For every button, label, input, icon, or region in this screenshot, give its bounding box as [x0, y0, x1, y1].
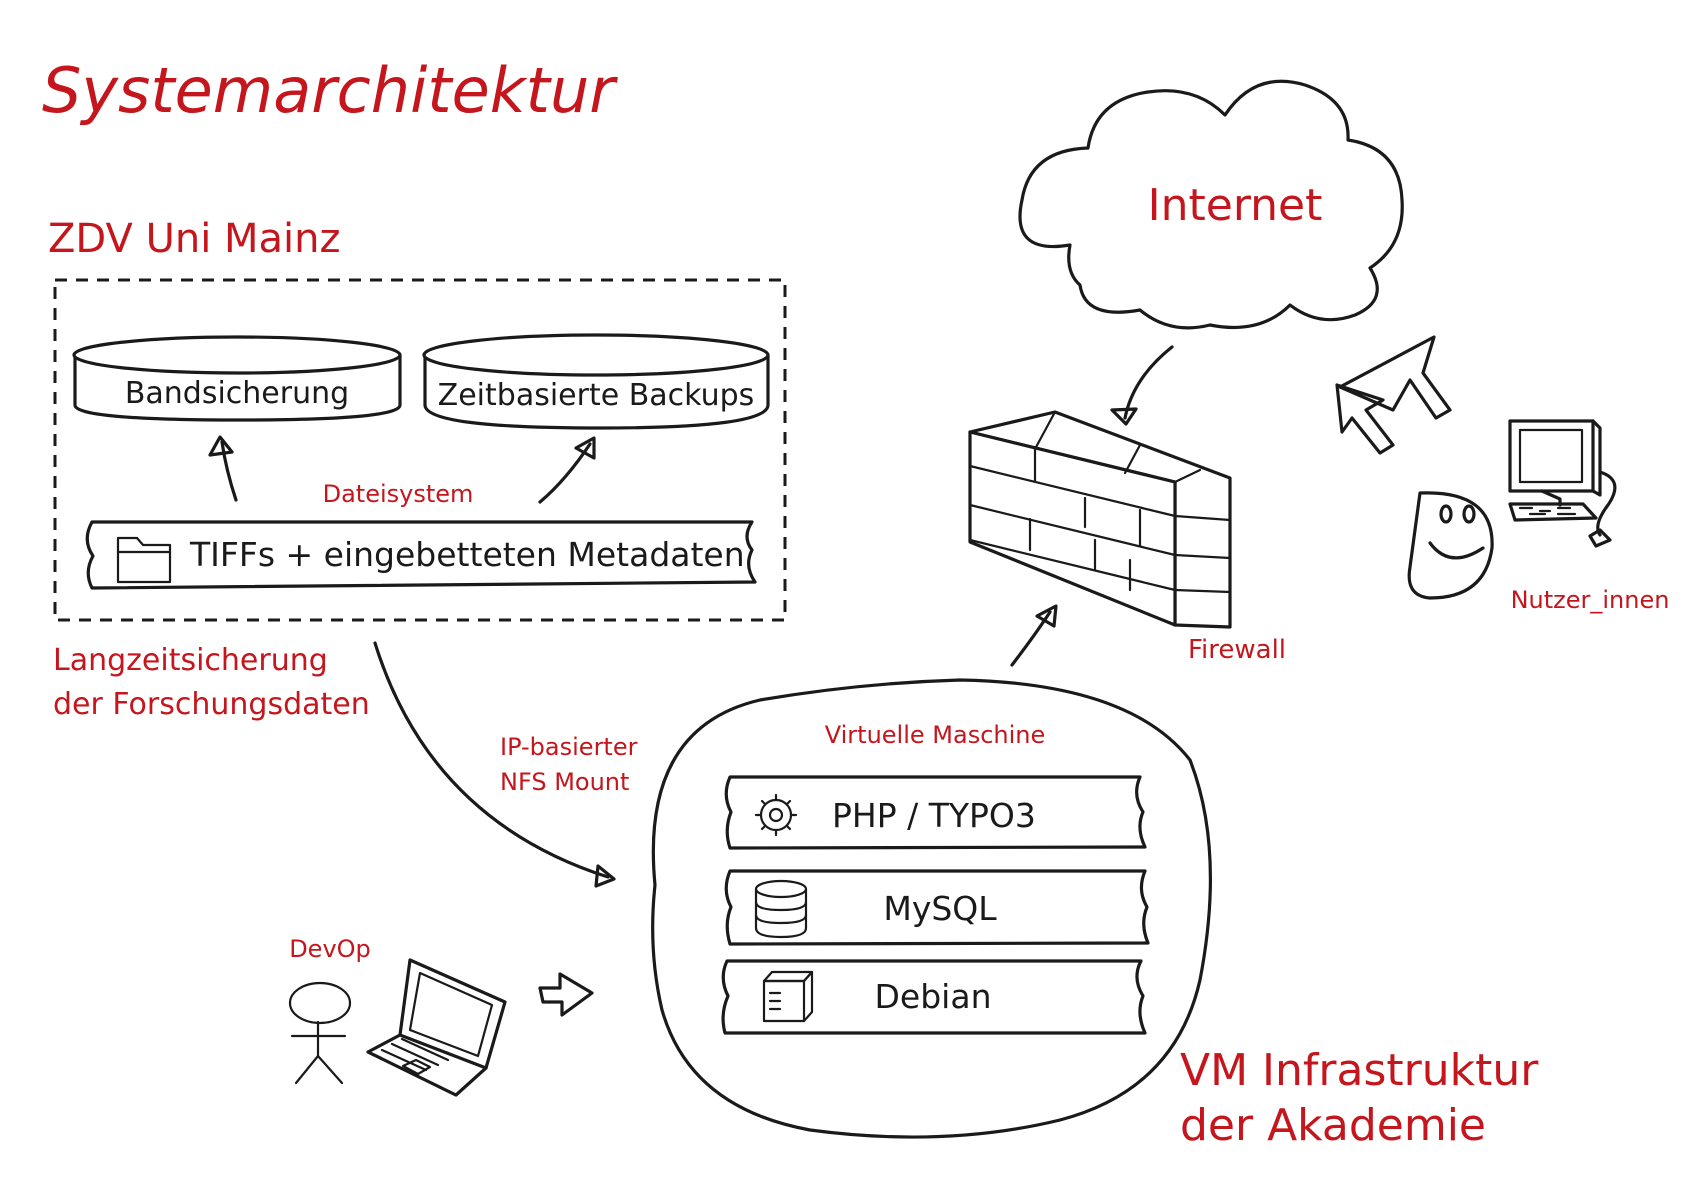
nfs-mount-arrow — [373, 641, 610, 879]
arrow-to-backups — [538, 442, 592, 504]
server-box-icon — [762, 970, 814, 1023]
cursor-arrow-icon — [1335, 383, 1395, 455]
vm-layer-debian-label: Debian — [875, 977, 992, 1016]
devop-arrow — [538, 972, 594, 1017]
cloud-icon — [1018, 79, 1404, 330]
vm-layer-php-label: PHP / TYPO3 — [832, 796, 1036, 835]
page-title: Systemarchitektur — [42, 54, 618, 127]
vm-layer-mysql-label: MySQL — [883, 889, 997, 928]
filesystem-banner: TIFFs + eingebetteten Metadaten — [85, 520, 757, 590]
arrowhead-bandsicherung — [208, 435, 234, 457]
database-icon — [754, 879, 808, 939]
internet-label: Internet — [1148, 180, 1323, 231]
laptop-icon — [366, 958, 507, 1097]
zdv-heading: ZDV Uni Mainz — [48, 216, 341, 262]
vm-caption-line1: VM Infrastruktur — [1180, 1045, 1539, 1096]
vm-label: Virtuelle Maschine — [825, 721, 1046, 749]
vm-layer-mysql: MySQL — [724, 869, 1150, 946]
nfs-label-line1: IP-basierter — [500, 733, 638, 761]
vm-caption-line2: der Akademie — [1180, 1100, 1486, 1151]
zdv-caption-line2: der Forschungsdaten — [53, 687, 370, 722]
stick-figure-icon — [288, 981, 352, 1085]
nfs-mount-arrowhead — [594, 864, 616, 888]
brick-wall-icon — [968, 410, 1232, 629]
arrowhead-internet-firewall — [1110, 407, 1138, 426]
storage-right-label: Zeitbasierte Backups — [438, 378, 755, 413]
devop-label: DevOp — [289, 935, 371, 963]
zdv-boundary — [53, 278, 787, 622]
filesystem-banner-label: TIFFs + eingebetteten Metadaten — [189, 535, 745, 574]
firewall-label: Firewall — [1188, 635, 1286, 665]
arrowhead-backups — [574, 436, 596, 460]
vm-boundary — [651, 678, 1212, 1139]
cursor-arrow-icon — [1338, 335, 1452, 420]
vm-layer-php: PHP / TYPO3 — [724, 775, 1147, 850]
users-label: Nutzer_innen — [1511, 586, 1670, 614]
desktop-computer-icon — [1508, 419, 1617, 548]
folder-icon — [116, 536, 172, 584]
nfs-label-line2: NFS Mount — [500, 768, 629, 796]
storage-cylinder-backups: Zeitbasierte Backups — [422, 333, 770, 430]
filesystem-label: Dateisystem — [323, 480, 474, 508]
arrow-to-bandsicherung — [220, 440, 238, 502]
arrow-internet-firewall — [1123, 345, 1174, 420]
arrowhead-vm-firewall — [1035, 604, 1058, 628]
vm-layer-debian: Debian — [721, 959, 1147, 1035]
zdv-caption-line1: Langzeitsicherung — [53, 643, 328, 678]
gear-icon — [754, 793, 798, 837]
storage-left-label: Bandsicherung — [125, 376, 349, 411]
arrow-vm-firewall — [1010, 610, 1052, 667]
storage-cylinder-bandsicherung: Bandsicherung — [72, 335, 402, 422]
smiley-icon — [1407, 491, 1494, 600]
